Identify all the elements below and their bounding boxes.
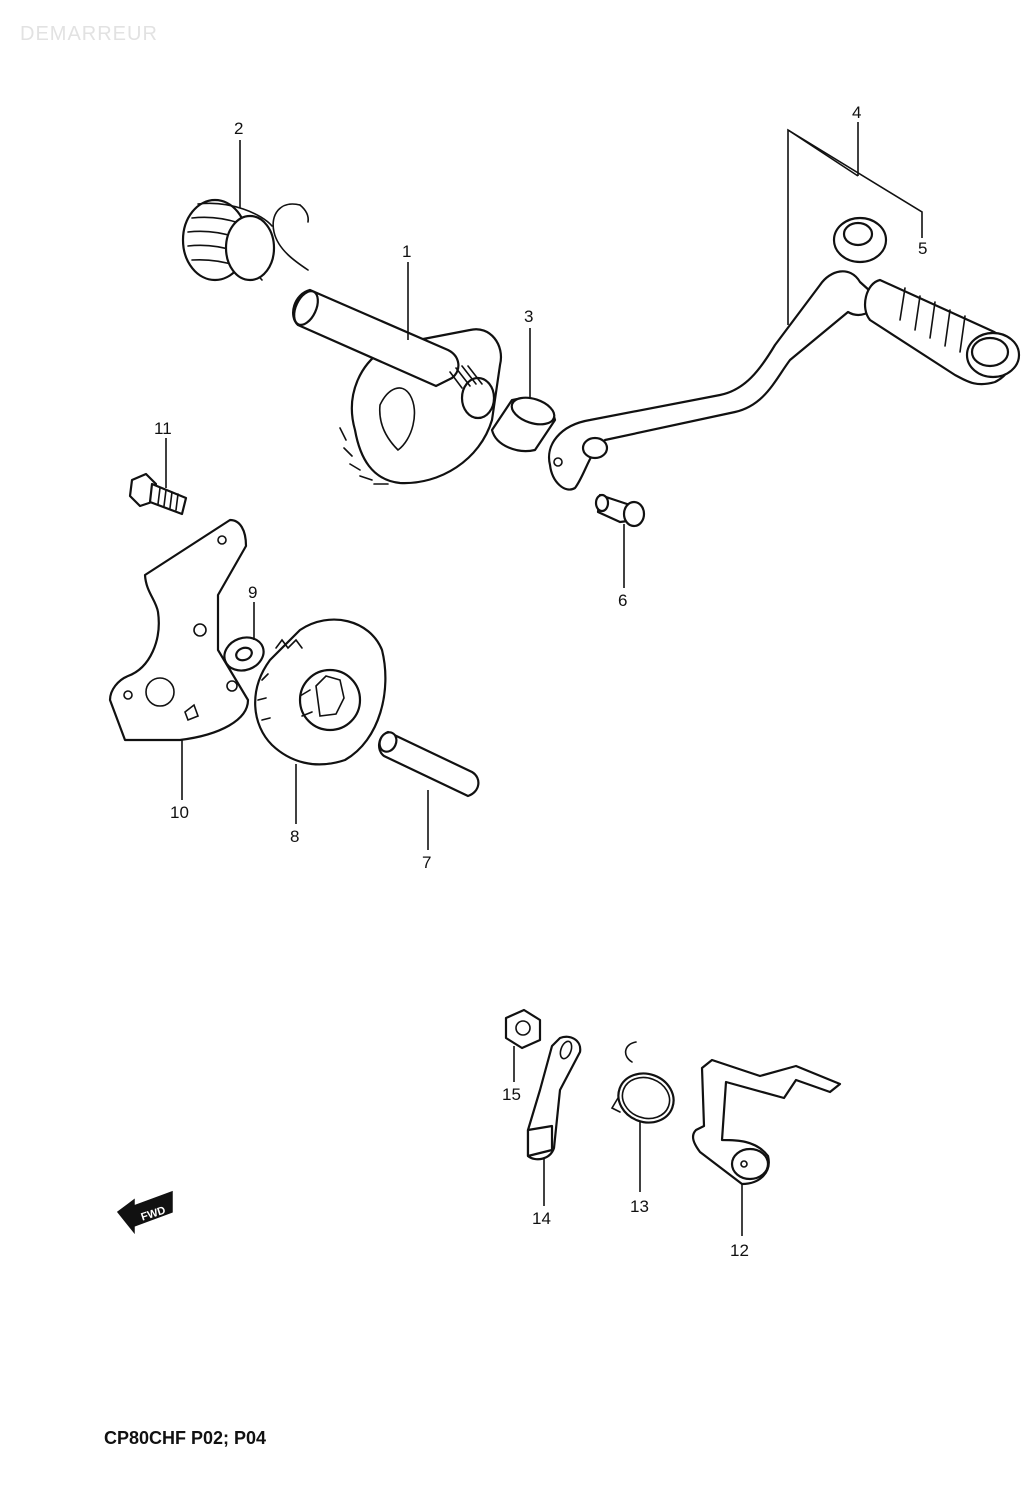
- callout-12: 12: [730, 1241, 749, 1260]
- callout-5: 5: [918, 239, 927, 258]
- part-14-link-arm[interactable]: [526, 1035, 582, 1161]
- callout-13: 13: [630, 1197, 649, 1216]
- fwd-arrow-icon: FWD: [116, 1190, 173, 1235]
- callout-8: 8: [290, 827, 299, 846]
- callout-6: 6: [618, 591, 627, 610]
- callout-1: 1: [402, 242, 411, 261]
- part-7-pin[interactable]: [377, 730, 480, 798]
- callout-3: 3: [524, 307, 533, 326]
- part-1-kick-shaft[interactable]: [289, 287, 503, 485]
- leader-lines: [165, 122, 923, 1236]
- part-12-stopper-bracket[interactable]: [691, 1058, 842, 1186]
- watermark: DEMARREUR: [20, 23, 158, 45]
- part-15-nut[interactable]: [504, 1008, 542, 1050]
- callout-14: 14: [532, 1209, 551, 1228]
- callout-11: 11: [154, 419, 172, 438]
- part-5-pedal-grip[interactable]: [863, 278, 1021, 386]
- part-11-bolt[interactable]: [128, 472, 188, 516]
- callout-numbers: 2 1 3 4 5 6 11 9 10 8 7 15 14 13 12: [154, 103, 927, 1260]
- callout-10: 10: [170, 803, 189, 822]
- callout-7: 7: [422, 853, 431, 872]
- model-code-footer: CP80CHF P02; P04: [104, 1428, 266, 1448]
- part-4-kick-lever[interactable]: [547, 216, 888, 491]
- part-2-kick-spring[interactable]: [181, 198, 309, 282]
- part-10-starter-plate[interactable]: [108, 518, 250, 742]
- part-9-washer[interactable]: [220, 632, 269, 676]
- callout-15: 15: [502, 1085, 521, 1104]
- part-6-lever-bolt[interactable]: [594, 493, 646, 528]
- part-13-spring[interactable]: [610, 1041, 680, 1130]
- part-8-starter-gear[interactable]: [254, 618, 387, 766]
- callout-4: 4: [852, 103, 861, 122]
- callout-9: 9: [248, 583, 257, 602]
- callout-2: 2: [234, 119, 243, 138]
- part-3-bushing[interactable]: [490, 393, 558, 453]
